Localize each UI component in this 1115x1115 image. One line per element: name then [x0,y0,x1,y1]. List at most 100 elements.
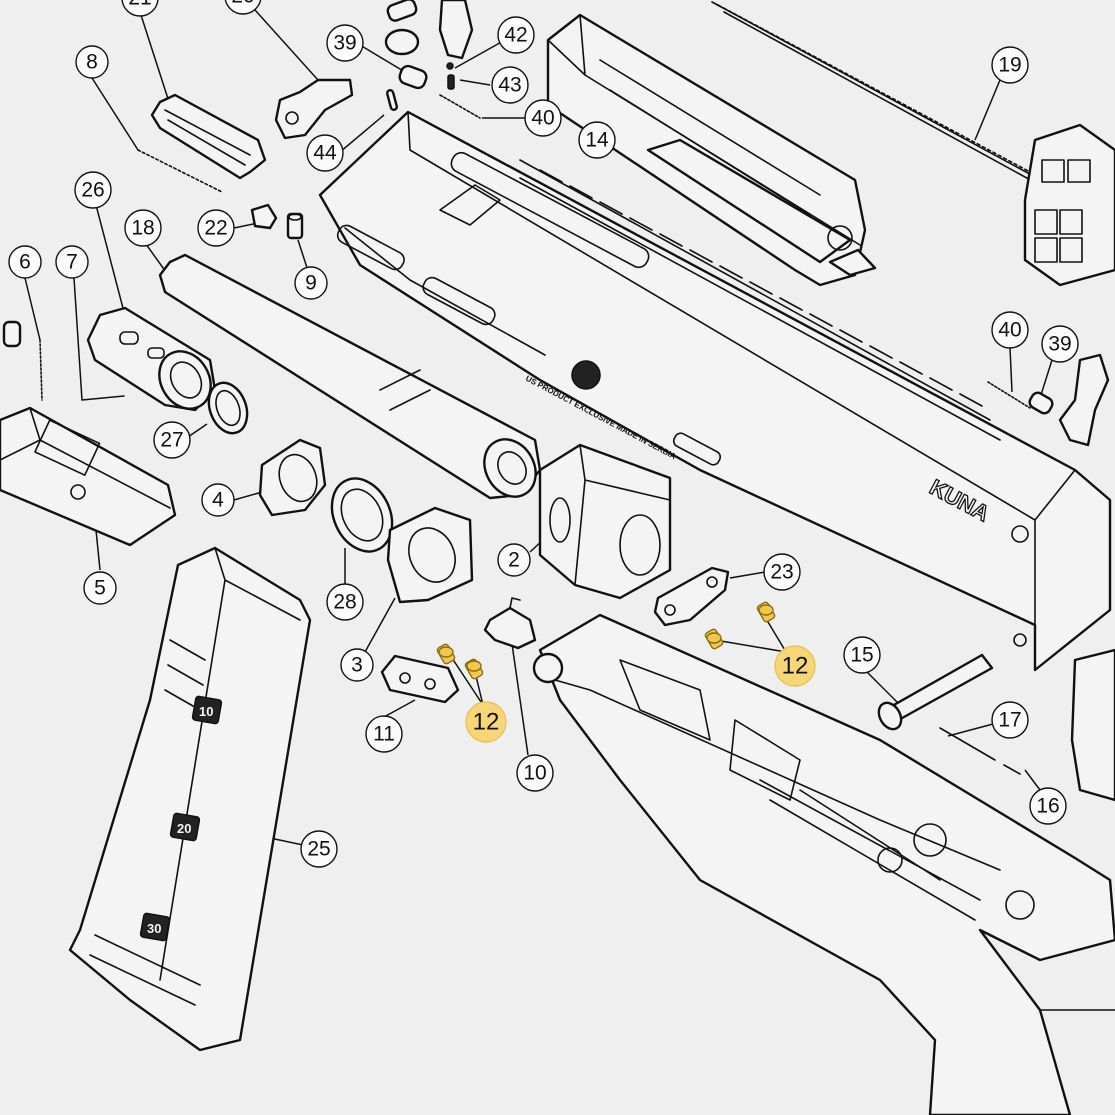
recoil-spring [711,1,1051,189]
callout-40-label: 40 [531,107,554,130]
callout-43-label: 43 [498,74,521,97]
callout-3-label: 3 [351,654,363,677]
callout-7: 7 [55,245,89,279]
charging-handle [150,93,267,180]
bolt-carrier [546,13,877,287]
clamp-block [380,654,460,704]
lower-receiver [532,613,1115,1115]
callout-20-label: 20 [231,0,254,8]
callout-2-label: 2 [508,549,520,572]
callout-23: 23 [763,553,801,591]
callout-16-label: 16 [1036,795,1059,818]
magazine-mark-10: 10 [199,704,213,719]
callout-15: 15 [843,636,881,674]
callout-18-label: 18 [131,217,154,240]
roll-pin [939,727,996,761]
callout-22: 22 [197,209,235,247]
clip-part [483,597,537,650]
callout-14-label: 14 [585,129,609,152]
callout-4: 4 [201,483,235,517]
callout-16: 16 [1029,787,1067,825]
callout-2: 2 [497,543,531,577]
callout-25-label: 25 [307,838,330,861]
callout-23-label: 23 [770,561,793,584]
callout-5: 5 [83,571,117,605]
right-edge-parts [987,353,1115,802]
washer [330,477,394,553]
callout-25: 25 [300,830,338,868]
callout-7-label: 7 [66,251,78,274]
callout-8-label: 8 [86,51,98,74]
receiver-rail-slots [539,169,983,407]
callout-17: 17 [991,701,1029,739]
magazine-mark-30: 30 [147,921,161,936]
callout-39-right-label: 39 [1048,333,1071,356]
callout-4-label: 4 [212,489,224,512]
screw-highlight [756,601,776,623]
callout-12-left: 12 [465,701,507,743]
callout-12-right: 12 [774,645,816,687]
callout-39: 39 [326,24,364,62]
small-pin [1003,764,1021,775]
ring-27 [207,381,249,435]
callout-19-label: 19 [998,54,1021,77]
callout-6-label: 6 [19,251,31,274]
callout-22-label: 22 [204,217,227,240]
callout-12-left-label: 12 [473,709,500,736]
callout-21: 21 [121,0,159,17]
callout-11: 11 [365,715,403,753]
callout-40-right-label: 40 [998,319,1021,342]
callout-12-right-label: 12 [782,653,809,680]
screw-highlight [704,628,724,650]
callout-15-label: 15 [850,644,873,667]
callout-20: 20 [224,0,262,15]
callout-42: 42 [497,16,535,54]
callout-27-label: 27 [160,429,183,452]
screw-highlight [436,643,456,665]
buffer-block [1023,123,1115,287]
callout-28: 28 [326,583,364,621]
callout-17-label: 17 [998,709,1021,732]
lever-part [653,566,730,627]
callout-8: 8 [75,45,109,79]
callout-9: 9 [294,266,328,300]
takedown-pin [877,653,994,731]
callout-21-label: 21 [128,0,151,10]
callout-26-label: 26 [81,179,104,202]
callout-3: 3 [340,648,374,682]
magazine: 10 20 30 [68,546,312,1052]
magazine-mark-20: 20 [177,821,191,836]
latch-part [274,78,354,140]
barrel [158,253,542,500]
callout-19: 19 [991,46,1029,84]
callout-40-right: 40 [991,311,1029,349]
barrel-nut [258,438,327,517]
left-block [0,320,177,547]
callout-6: 6 [8,245,42,279]
callout-14: 14 [578,121,616,159]
callout-5-label: 5 [94,577,106,600]
callout-18: 18 [124,209,162,247]
muzzle-brake [86,306,217,412]
callout-27: 27 [153,421,191,459]
callout-43: 43 [491,66,529,104]
charging-spring [137,149,223,193]
callout-9-label: 9 [305,272,317,295]
callout-44-label: 44 [313,142,337,165]
callout-39-label: 39 [333,32,356,55]
detent-parts [250,203,304,240]
callout-11-label: 11 [373,723,395,746]
callout-10: 10 [516,754,554,792]
mount-block-3 [386,506,474,604]
callout-26: 26 [74,171,112,209]
top-small-parts [384,0,481,119]
callout-10-label: 10 [523,762,546,785]
callout-40: 40 [524,99,562,137]
callout-28-label: 28 [333,591,356,614]
screw-highlight [464,658,484,680]
highlighted-screws [436,601,776,680]
callout-42-label: 42 [504,24,527,47]
callout-44: 44 [306,134,344,172]
